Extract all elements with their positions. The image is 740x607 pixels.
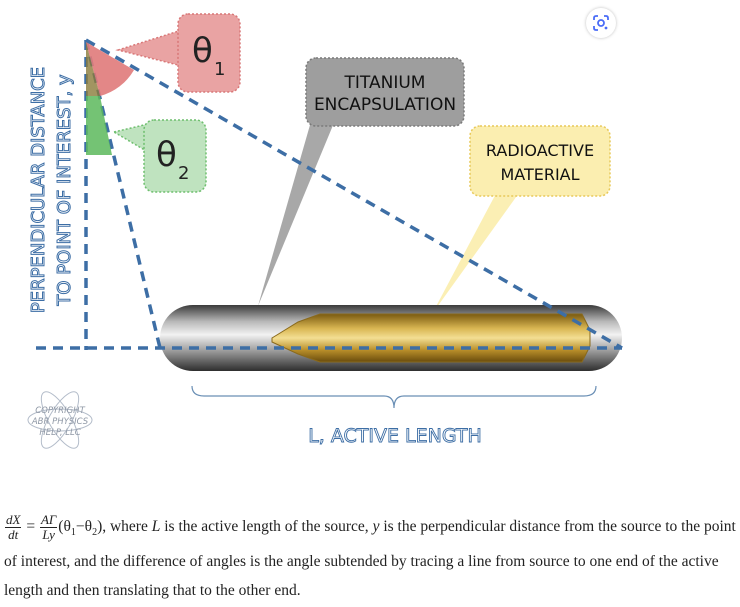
ray-to-far-end [85,38,623,350]
lens-search-button[interactable] [586,8,616,38]
active-length-label: L, ACTIVE LENGTH [308,425,482,447]
theta-overlap-wedge [86,42,100,96]
copyright-line2: ABR PHYSICS [31,417,89,427]
radioactive-label-line2: MATERIAL [500,165,579,184]
theta1-label: θ [192,31,213,71]
theta2-callout: θ 2 [112,119,207,193]
google-lens-icon [593,15,609,31]
copyright-line1: COPYRIGHT [35,406,85,416]
titanium-label-line2: ENCAPSULATION [314,95,456,115]
source-capsule [160,305,622,371]
theta2-label: θ [156,135,177,175]
titanium-callout: TITANIUM ENCAPSULATION [305,57,465,127]
radioactive-callout: RADIOACTIVE MATERIAL [469,125,611,197]
axis-label-line2: TO POINT OF INTEREST, y [54,74,75,307]
active-length-brace [191,385,597,409]
theta1-wedge [86,42,134,96]
axis-label-line1: PERPENDICULAR DISTANCE [28,67,49,313]
theta2-wedge [86,96,112,155]
brachytherapy-source-diagram: θ 1 θ 2 TITANIUM ENCAPSULATION RADIOACTI… [27,13,623,449]
copyright-watermark: COPYRIGHT ABR PHYSICS HELP, LLC [27,391,93,449]
radioactive-label-line1: RADIOACTIVE [486,141,594,160]
copyright-line3: HELP, LLC [39,428,80,438]
theta-expression: (θ1−θ2), [58,518,107,539]
titanium-label-line1: TITANIUM [344,73,426,93]
theta1-callout: θ 1 [115,13,241,93]
titanium-callout-tail [258,118,336,306]
radioactive-callout-tail [432,186,524,314]
radioactive-core [271,313,591,363]
theta1-subscript: 1 [214,59,225,80]
theta2-subscript: 2 [178,163,189,184]
